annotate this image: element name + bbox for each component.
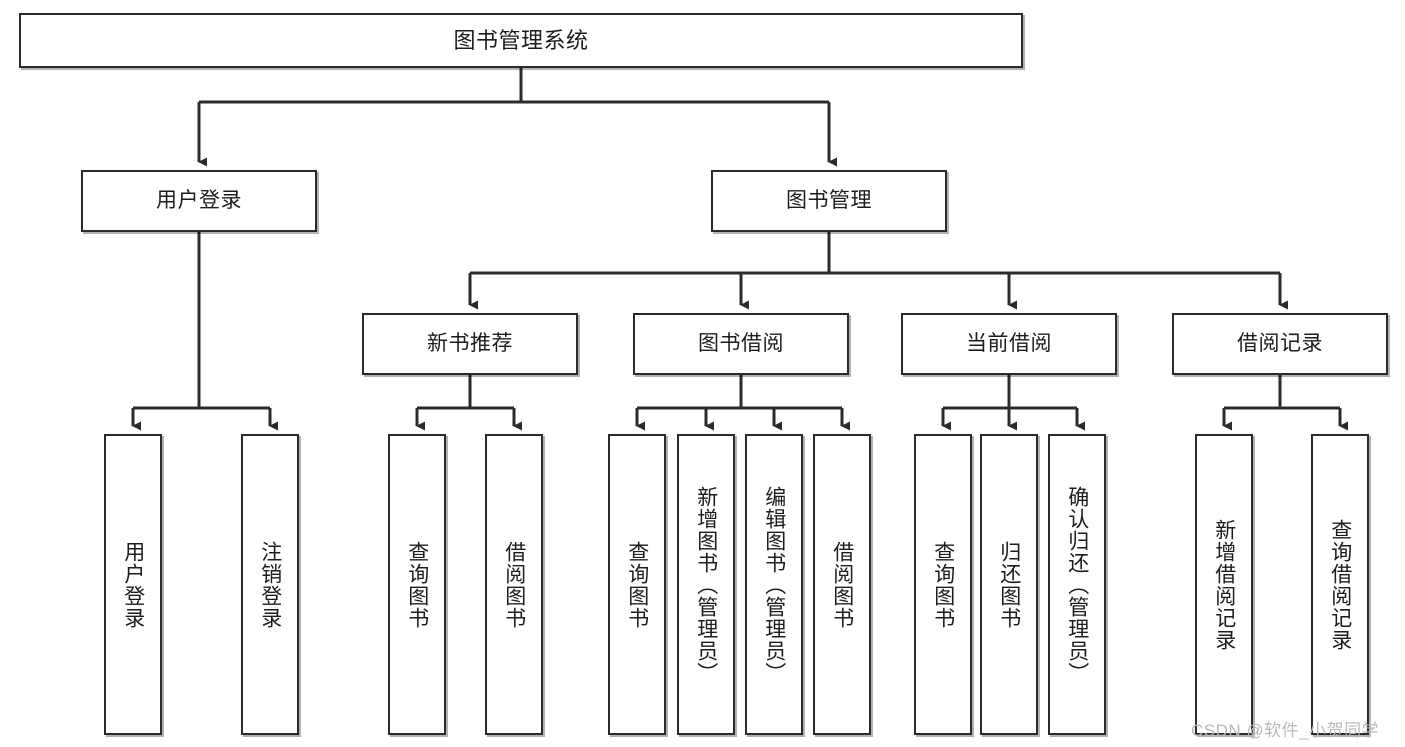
node-leaf-logout-login-label: 注销登录 (258, 540, 282, 629)
node-leaf-edit-book-label: 编辑图书（管理员） (762, 485, 786, 684)
node-book-manage[interactable]: 图书管理 (711, 170, 947, 232)
node-leaf-confirm-return-label: 确认归还（管理员） (1065, 485, 1089, 684)
node-user-login[interactable]: 用户登录 (81, 170, 317, 232)
node-leaf-add-book[interactable]: 新增图书（管理员） (677, 434, 735, 735)
node-leaf-user-login[interactable]: 用户登录 (104, 434, 162, 735)
node-leaf-edit-book[interactable]: 编辑图书（管理员） (745, 434, 803, 735)
node-leaf-confirm-return[interactable]: 确认归还（管理员） (1048, 434, 1106, 735)
node-leaf-borrow-book-2[interactable]: 借阅图书 (813, 434, 871, 735)
node-leaf-query-book-2[interactable]: 查询图书 (608, 434, 666, 735)
node-leaf-query-book-1-label: 查询图书 (405, 540, 429, 629)
node-user-login-label: 用户登录 (156, 188, 242, 212)
node-leaf-query-book-3[interactable]: 查询图书 (914, 434, 972, 735)
node-book-manage-label: 图书管理 (786, 188, 872, 212)
csdn-watermark: CSDN @软件_小贺同学 (1191, 721, 1380, 740)
node-leaf-return-book[interactable]: 归还图书 (980, 434, 1038, 735)
node-leaf-borrow-book-2-label: 借阅图书 (830, 540, 854, 629)
node-leaf-borrow-book-1[interactable]: 借阅图书 (485, 434, 543, 735)
node-leaf-add-record[interactable]: 新增借阅记录 (1195, 434, 1253, 735)
node-borrow-record[interactable]: 借阅记录 (1172, 313, 1388, 375)
node-leaf-logout-login[interactable]: 注销登录 (241, 434, 299, 735)
node-leaf-add-record-label: 新增借阅记录 (1212, 518, 1236, 651)
node-leaf-borrow-book-1-label: 借阅图书 (502, 540, 526, 629)
node-new-book-recommend[interactable]: 新书推荐 (362, 313, 578, 375)
node-leaf-query-book-3-label: 查询图书 (931, 540, 955, 629)
node-new-book-recommend-label: 新书推荐 (427, 331, 513, 355)
node-root[interactable]: 图书管理系统 (19, 13, 1023, 68)
node-leaf-query-record[interactable]: 查询借阅记录 (1311, 434, 1369, 735)
node-leaf-return-book-label: 归还图书 (997, 540, 1021, 629)
node-root-label: 图书管理系统 (453, 27, 589, 53)
node-leaf-add-book-label: 新增图书（管理员） (694, 485, 718, 684)
node-current-borrow-label: 当前借阅 (966, 331, 1052, 355)
node-leaf-query-book-2-label: 查询图书 (625, 540, 649, 629)
node-leaf-user-login-label: 用户登录 (121, 540, 145, 629)
node-leaf-query-record-label: 查询借阅记录 (1328, 518, 1352, 651)
node-book-borrow-label: 图书借阅 (698, 331, 784, 355)
node-leaf-query-book-1[interactable]: 查询图书 (388, 434, 446, 735)
node-borrow-record-label: 借阅记录 (1237, 331, 1323, 355)
node-book-borrow[interactable]: 图书借阅 (633, 313, 849, 375)
node-current-borrow[interactable]: 当前借阅 (901, 313, 1117, 375)
